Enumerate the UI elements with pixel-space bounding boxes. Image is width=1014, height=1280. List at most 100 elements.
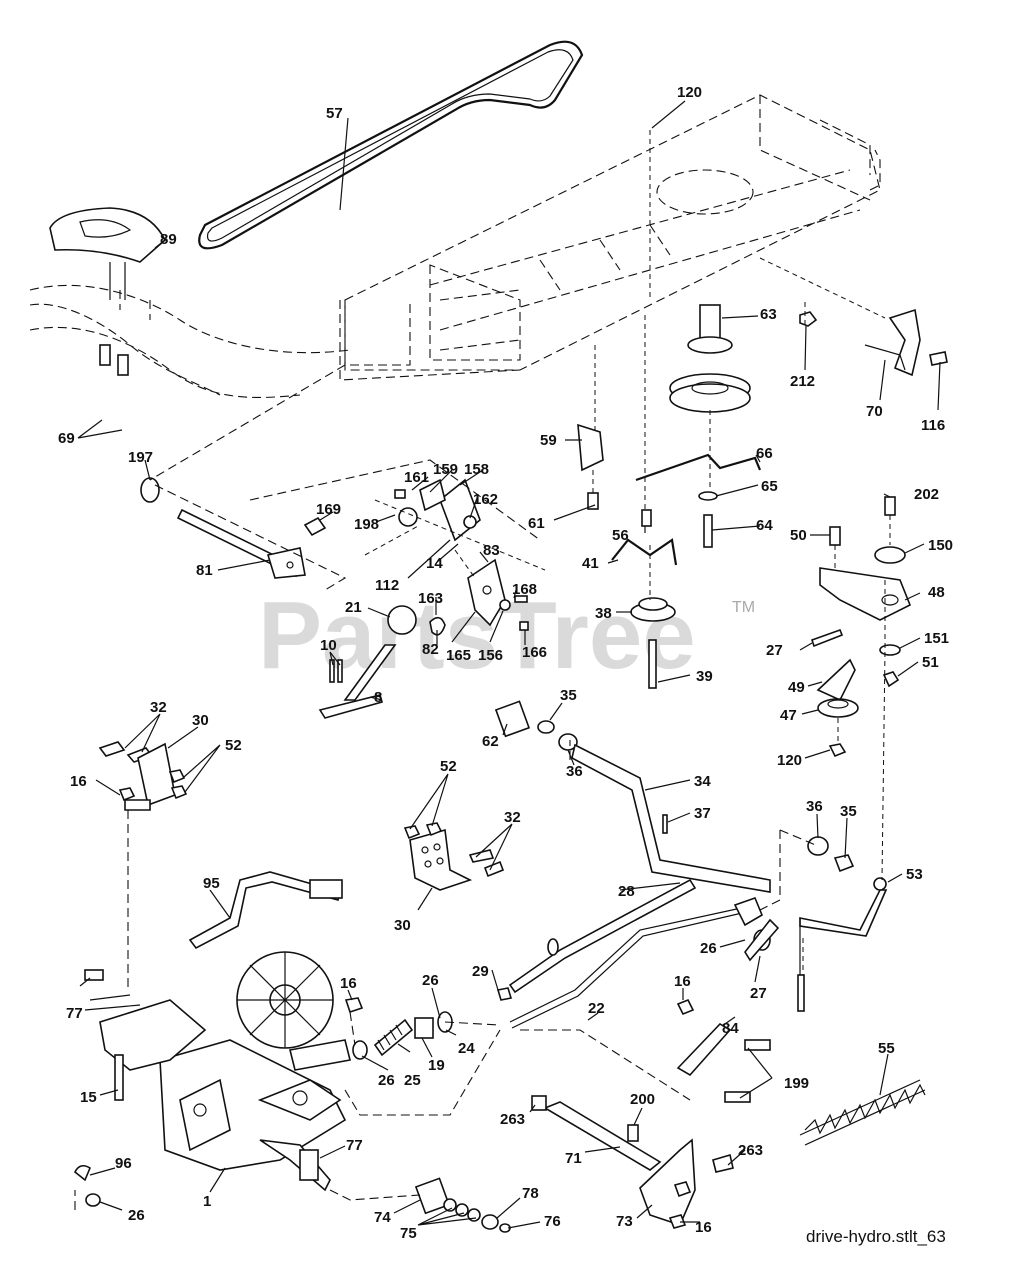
callout-263b: 263 (738, 1142, 763, 1159)
callout-16b: 16 (340, 975, 357, 992)
callout-21: 21 (345, 599, 362, 616)
callout-112: 112 (375, 577, 399, 594)
callout-69: 69 (58, 430, 75, 447)
callout-202: 202 (914, 486, 939, 503)
callout-161: 161 (404, 469, 429, 486)
callout-61: 61 (528, 515, 545, 532)
callout-36b: 36 (806, 798, 823, 815)
callout-116: 116 (921, 417, 945, 434)
bracket-assembly (303, 478, 481, 542)
pulley-63 (669, 304, 751, 413)
callout-168: 168 (512, 581, 537, 598)
bracket-30-center (403, 822, 505, 891)
leader-lines (77, 100, 941, 1229)
callout-39: 39 (696, 668, 713, 685)
callout-82: 82 (422, 641, 439, 658)
bracket-59 (577, 423, 604, 510)
callout-30b: 30 (394, 917, 411, 934)
linkage-26 (733, 896, 780, 962)
callout-47: 47 (780, 707, 797, 724)
callout-64: 64 (756, 517, 773, 534)
bracket-165 (429, 558, 529, 636)
callout-197: 197 (128, 449, 153, 466)
callout-8: 8 (374, 689, 382, 706)
callout-27: 27 (766, 642, 783, 659)
callout-89: 89 (160, 231, 177, 248)
callout-212: 212 (790, 373, 815, 390)
callout-48: 48 (928, 584, 945, 601)
callout-36: 36 (566, 763, 583, 780)
callout-120: 120 (677, 84, 702, 101)
callout-56: 56 (612, 527, 629, 544)
hood-outline (29, 284, 351, 398)
rod-66 (635, 453, 762, 548)
callout-32b: 32 (504, 809, 521, 826)
callout-65: 65 (761, 478, 778, 495)
callout-159: 159 (433, 461, 458, 478)
callout-51: 51 (922, 654, 939, 671)
callout-49: 49 (788, 679, 805, 696)
callout-26d: 26 (128, 1207, 145, 1224)
callout-24: 24 (458, 1040, 475, 1057)
callout-50: 50 (790, 527, 807, 544)
callout-263: 263 (500, 1111, 525, 1128)
watermark-tm: TM (732, 599, 755, 616)
callout-53: 53 (906, 866, 923, 883)
callout-15: 15 (80, 1089, 97, 1106)
callout-78: 78 (522, 1185, 539, 1202)
callout-198: 198 (354, 516, 379, 533)
callout-26c: 26 (378, 1072, 395, 1089)
diagram-caption: drive-hydro.stlt_63 (806, 1227, 946, 1246)
callout-37: 37 (694, 805, 711, 822)
callout-10: 10 (320, 637, 337, 654)
pedal-89 (49, 207, 166, 300)
callout-163: 163 (418, 590, 443, 607)
idler-pulley-47 (810, 628, 859, 758)
callout-25: 25 (404, 1072, 421, 1089)
callout-16c: 16 (674, 973, 691, 990)
callout-76: 76 (544, 1213, 561, 1230)
callout-74: 74 (374, 1209, 391, 1226)
callout-52b: 52 (440, 758, 457, 775)
callout-77: 77 (66, 1005, 83, 1022)
callout-120b: 120 (777, 752, 802, 769)
idler-arm-48 (819, 496, 912, 688)
callout-1: 1 (203, 1193, 211, 1210)
callout-26b: 26 (422, 972, 439, 989)
bracket-71-73 (531, 1095, 734, 1229)
callout-199: 199 (784, 1075, 809, 1092)
callout-166: 166 (522, 644, 547, 661)
shaft-34 (571, 743, 771, 893)
drive-belt-57 (198, 40, 584, 250)
callout-84: 84 (722, 1020, 739, 1037)
nut-212 (799, 311, 818, 327)
callout-77b: 77 (346, 1137, 363, 1154)
callout-34: 34 (694, 773, 711, 790)
callout-81: 81 (196, 562, 213, 579)
callout-73: 73 (616, 1213, 633, 1230)
callout-19: 19 (428, 1057, 445, 1074)
callout-16: 16 (70, 773, 87, 790)
callout-83: 83 (483, 542, 500, 559)
trans-hardware (344, 997, 453, 1060)
spacer-62 (494, 700, 578, 751)
callout-156: 156 (478, 647, 503, 664)
callout-14: 14 (426, 555, 443, 572)
bracket-30-left (98, 741, 188, 811)
callout-28: 28 (618, 883, 635, 900)
callout-27b: 27 (750, 985, 767, 1002)
callout-63: 63 (760, 306, 777, 323)
assembly-lines (74, 130, 891, 1210)
rod-53 (797, 877, 888, 1012)
callout-96: 96 (115, 1155, 132, 1172)
transmission-1 (84, 951, 351, 1192)
link-84 (676, 998, 771, 1103)
callout-62: 62 (482, 733, 499, 750)
bracket-70 (864, 308, 948, 377)
callout-35: 35 (560, 687, 577, 704)
callout-26: 26 (700, 940, 717, 957)
callout-150: 150 (928, 537, 953, 554)
bolts-69 (99, 344, 129, 376)
rod-28 (496, 878, 756, 1029)
